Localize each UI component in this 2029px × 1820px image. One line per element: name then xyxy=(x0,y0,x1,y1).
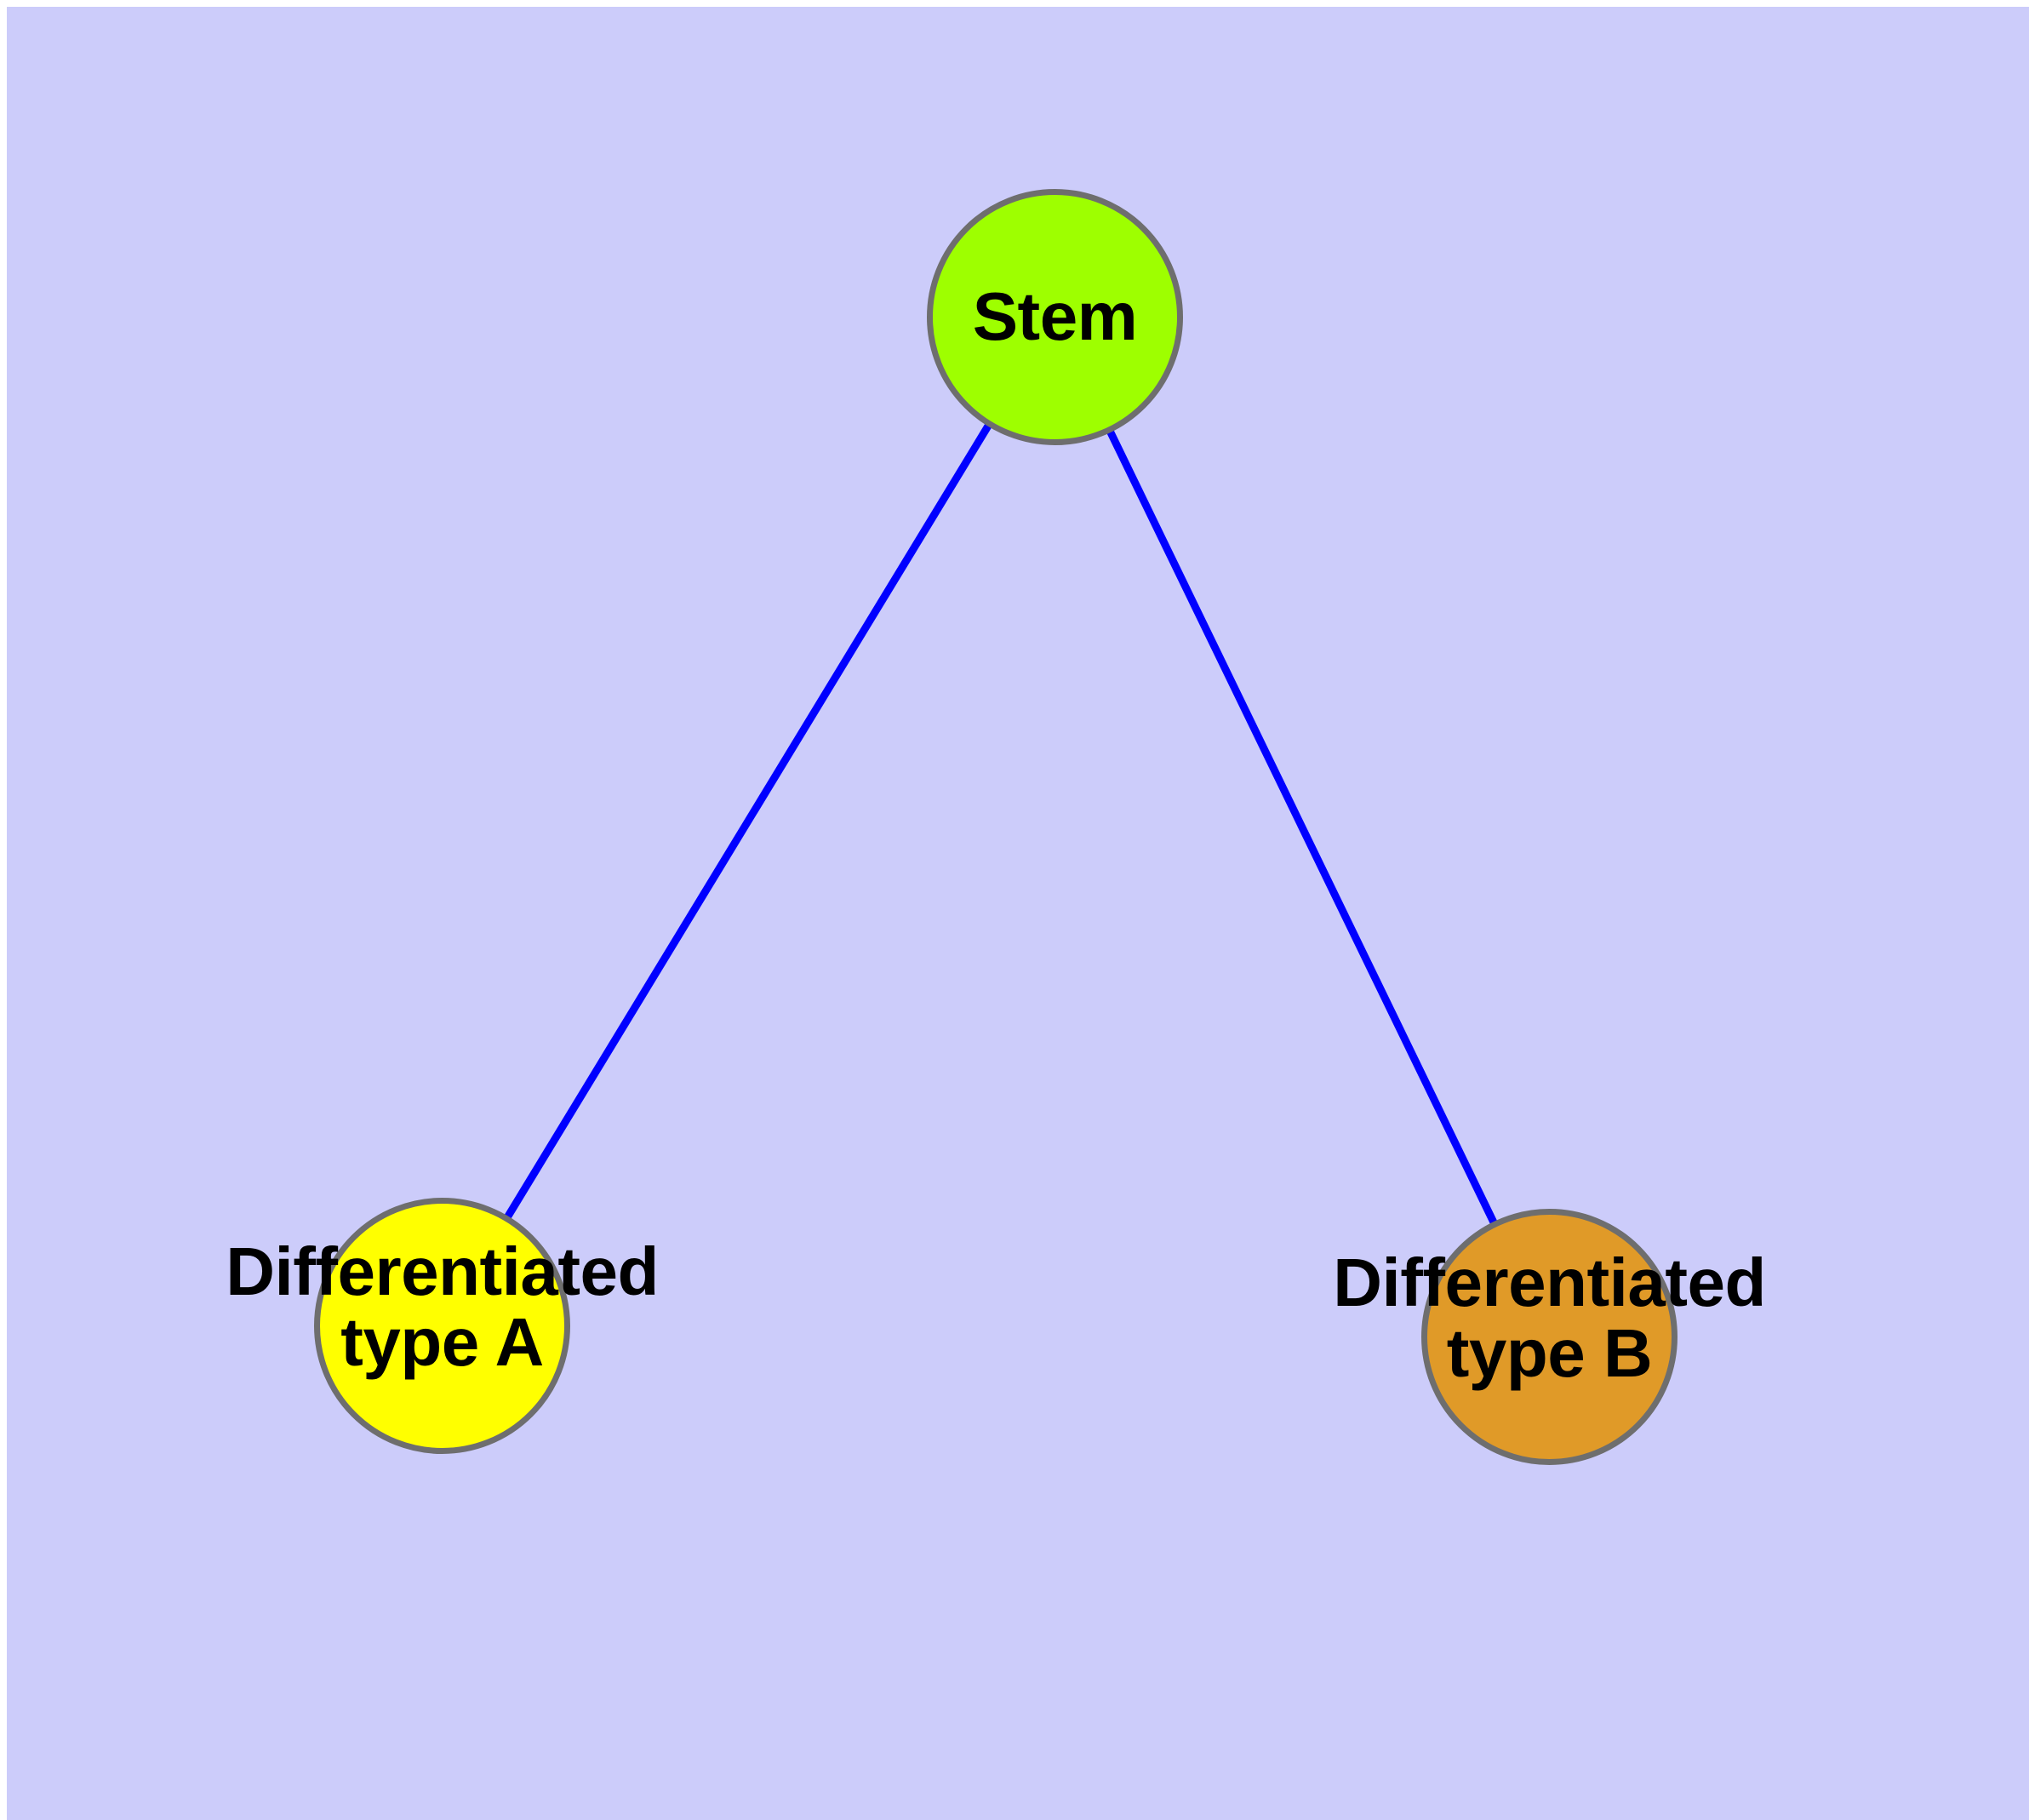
edge-stem-to-differentiated-type-a xyxy=(438,314,1058,1328)
node-differentiated-type-b[interactable] xyxy=(1421,1209,1677,1465)
node-differentiated-type-a[interactable] xyxy=(314,1198,570,1454)
node-stem[interactable] xyxy=(927,189,1183,445)
edge-stem-to-differentiated-type-b xyxy=(1050,315,1553,1338)
